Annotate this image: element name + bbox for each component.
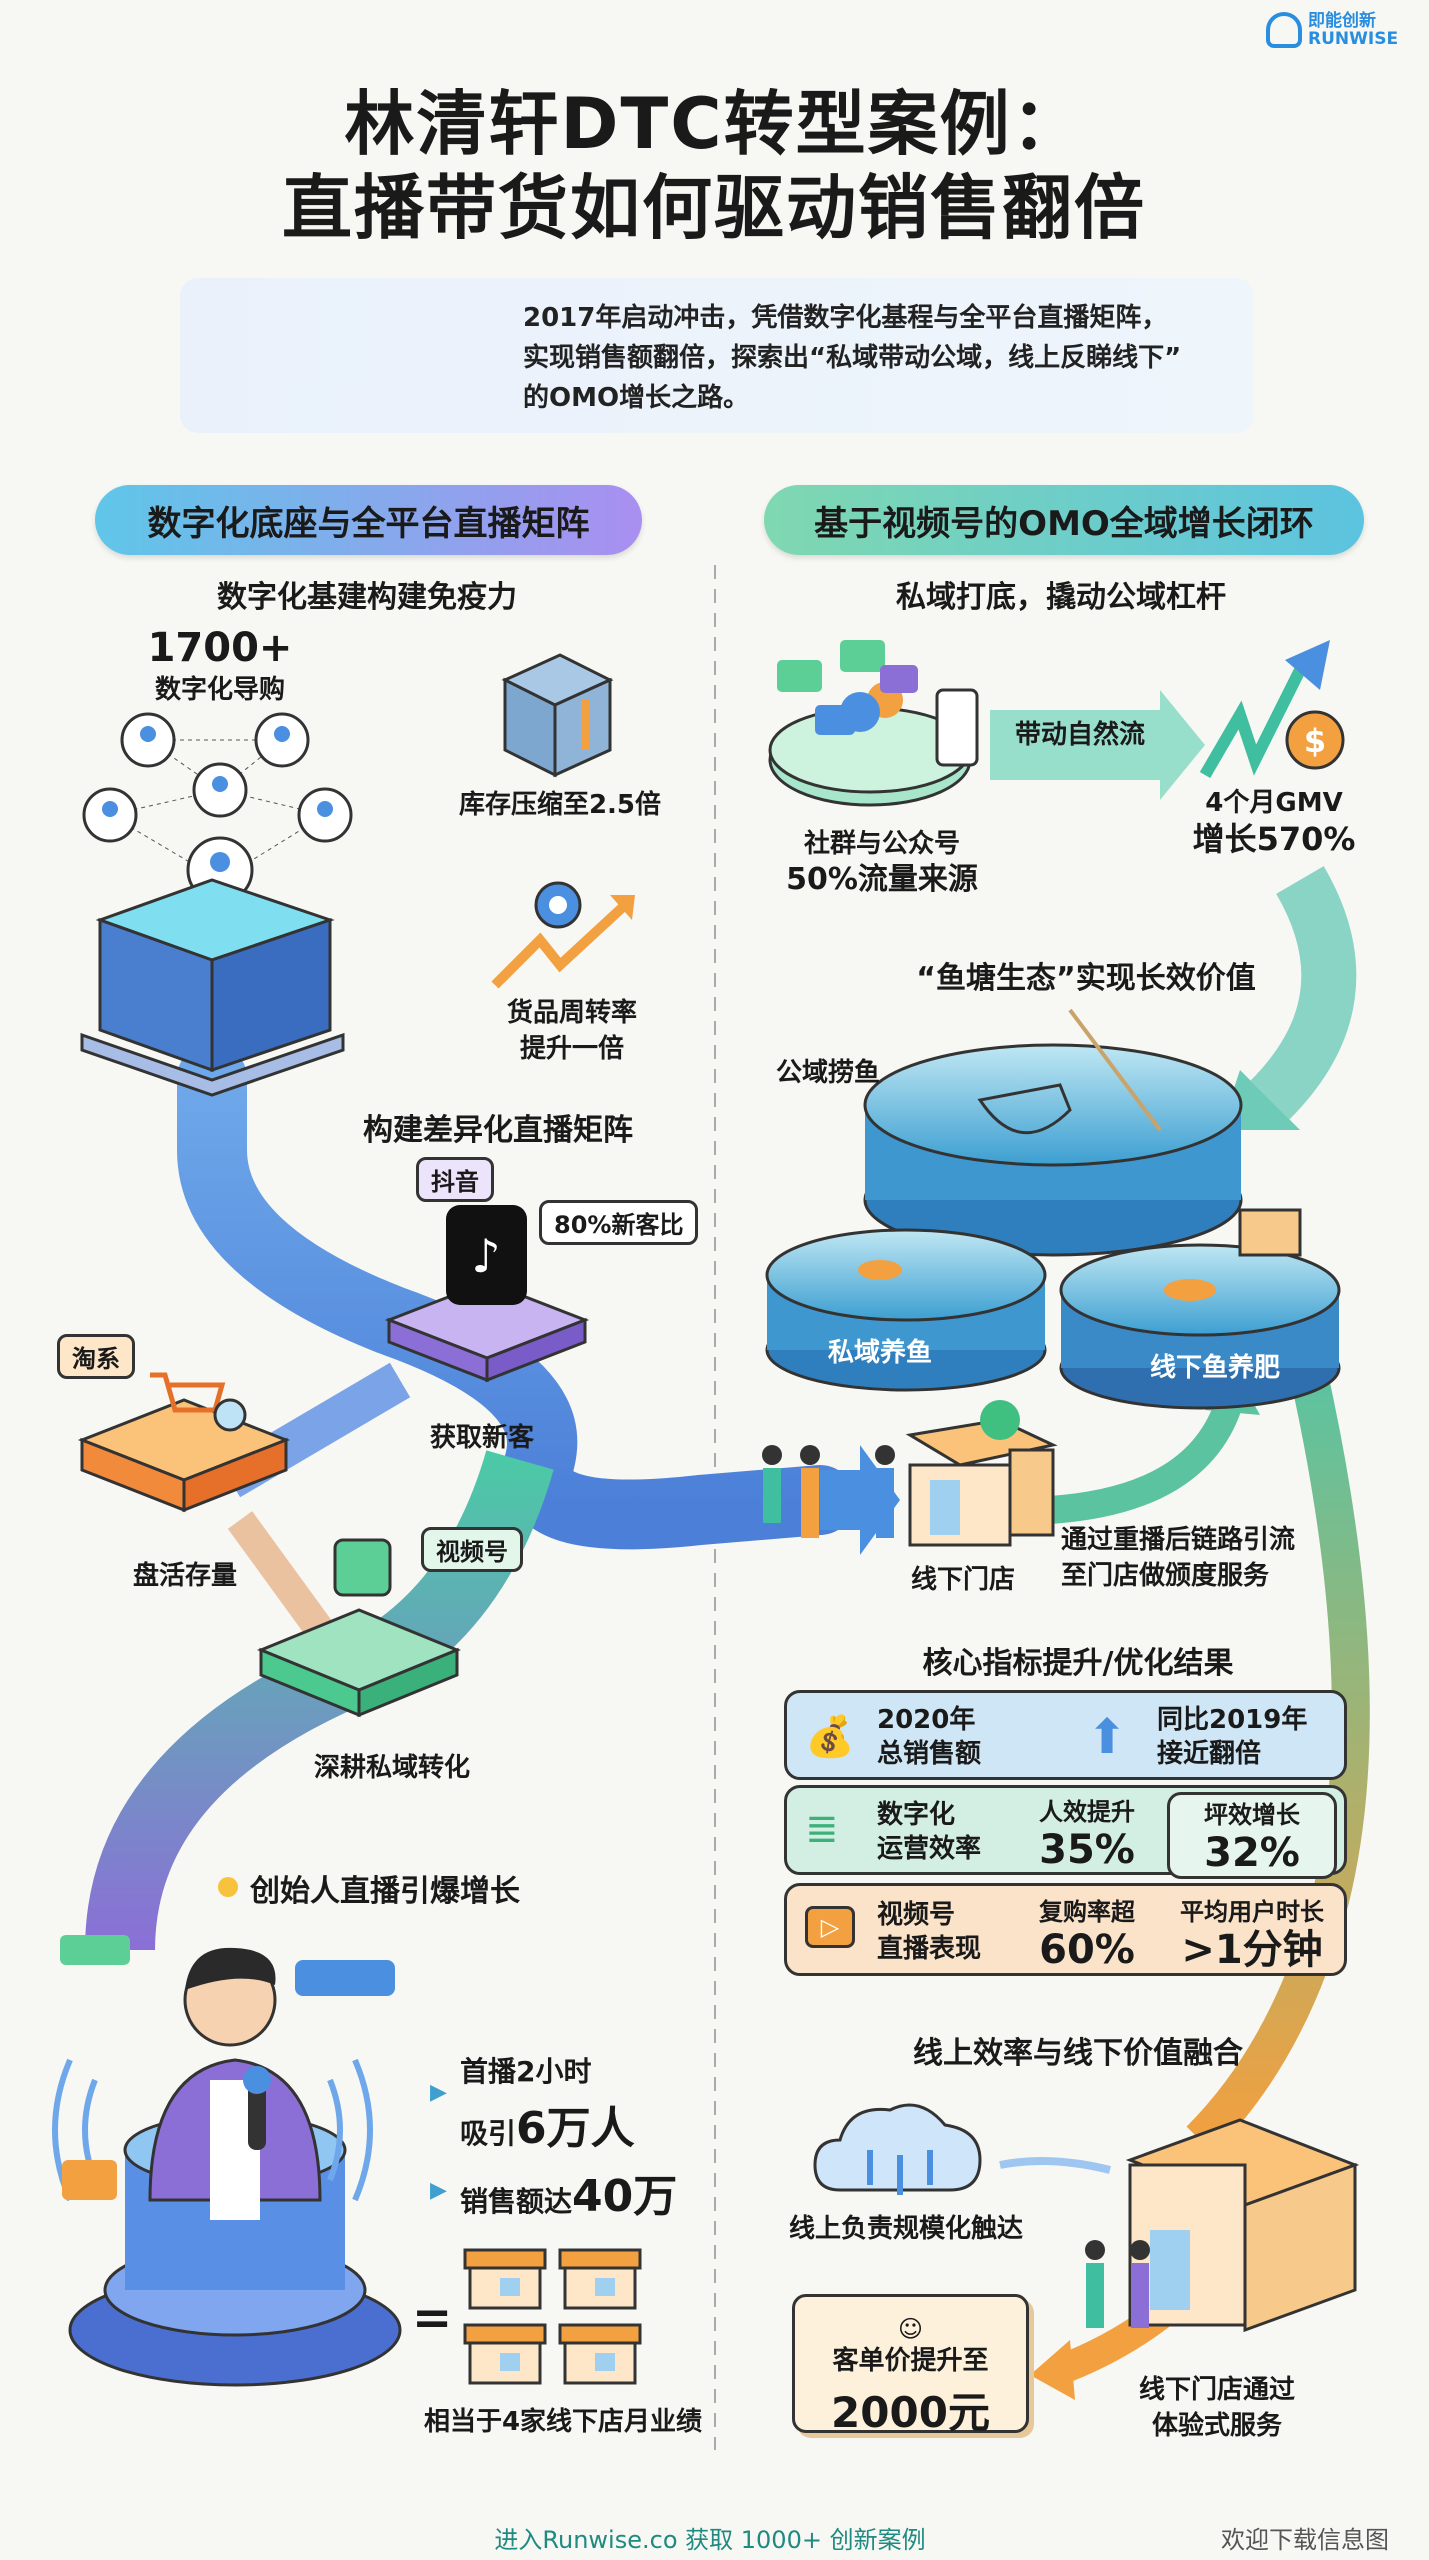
right-section-header: 基于视频号的OMO全域增长闭环 <box>764 485 1364 555</box>
douyin-tag: 抖音 <box>416 1157 494 1202</box>
intro-card: 2017年启动冲击，凭借数字化基程与全平台直播矩阵，实现销售额翻倍，探索出“私域… <box>180 278 1254 433</box>
metric-label: 2020年总销售额 <box>877 1705 982 1769</box>
flagship-store-icon <box>1085 2118 1360 2333</box>
arrow-store-to-pond <box>1049 1395 1244 1524</box>
four-stores-icon <box>463 2248 642 2385</box>
right-subtitle-private: 私域打底，撬动公域杠杆 <box>896 580 1226 615</box>
runwise-logo: 即能创新 RUNWISE <box>1266 12 1398 48</box>
right-subtitle-fusion: 线上效率与线下价值融合 <box>913 2036 1243 2071</box>
aov-label: 客单价提升至 <box>832 2346 989 2376</box>
store-icon <box>905 1400 1058 1547</box>
intro-text: 2017年启动冲击，凭借数字化基程与全平台直播矩阵，实现销售额翻倍，探索出“私域… <box>523 303 1182 413</box>
inventory-box-icon <box>501 653 614 778</box>
turnover-stat: 货品周转率提升一倍 <box>506 998 638 1064</box>
up-arrow-icon: ⬆ <box>1087 1709 1128 1765</box>
page-title-line2: 直播带货如何驱动销售翻倍 <box>282 167 1146 249</box>
arrow-to-pond <box>1250 866 1357 1120</box>
footer-cta-link[interactable]: 进入Runwise.co 获取 1000+ 创新案例 <box>494 2526 926 2554</box>
inventory-stat: 库存压缩至2.5倍 <box>458 790 662 820</box>
new-customer-tag: 80%新客比 <box>539 1200 699 1245</box>
private-label: 深耕私域转化 <box>313 1753 471 1783</box>
metric-label: 视频号直播表现 <box>877 1900 982 1964</box>
guides-label: 数字化导购 <box>154 675 286 705</box>
money-bag-icon: 💰 <box>805 1714 855 1760</box>
triangle-bullet-icon: ▶ <box>430 2080 447 2105</box>
store-label: 线下门店 <box>910 1565 1016 1595</box>
acquire-label: 获取新客 <box>429 1423 535 1453</box>
left-subtitle-founder: 创始人直播引爆增长 <box>250 1874 520 1909</box>
fish-pond-ecosystem <box>765 1008 1341 1410</box>
fish-icon <box>1164 1279 1216 1301</box>
flow-ribbon-main <box>177 1043 855 1550</box>
cloud-logo-icon <box>1266 12 1302 48</box>
avatars <box>82 712 353 904</box>
fish-icon <box>858 1260 902 1280</box>
private-fish-label: 私域养鱼 <box>827 1338 933 1368</box>
first-stream-l1: 首播2小时 <box>460 2055 592 2088</box>
right-subtitle-metrics: 核心指标提升/优化结果 <box>922 1646 1234 1681</box>
customers-icon <box>762 1445 895 1538</box>
offline-fish-label: 线下鱼养肥 <box>1149 1353 1281 1383</box>
sales-stat: 销售额达40万 <box>460 2171 678 2222</box>
data-cube-icon <box>80 878 345 1097</box>
guides-value: 1700+ <box>147 625 293 671</box>
metric-label: 数字化运营效率 <box>877 1800 982 1864</box>
efficiency-icon: ≣ <box>805 1806 839 1852</box>
smile-icon: ☺ <box>897 2315 924 2343</box>
triangle-bullet-icon: ▶ <box>430 2178 447 2203</box>
channels-platform <box>257 1538 461 1718</box>
logo-cn: 即能创新 <box>1308 11 1376 31</box>
left-section-header: 数字化底座与全平台直播矩阵 <box>95 485 642 555</box>
douyin-platform: ♪ <box>384 1205 590 1383</box>
equals-sign: = <box>412 2290 453 2346</box>
drive-arrow <box>990 690 1205 800</box>
replay-text: 通过重播后链路引流至门店做颁度服务 <box>1061 1525 1296 1591</box>
channels-tag: 视频号 <box>421 1527 523 1572</box>
svg-text:$: $ <box>1304 722 1326 760</box>
left-subtitle-matrix: 构建差异化直播矩阵 <box>363 1113 633 1148</box>
logo-en: RUNWISE <box>1308 29 1399 49</box>
taobao-tag: 淘系 <box>57 1334 135 1379</box>
right-subtitle-pond: “鱼塘生态”实现长效价值 <box>916 961 1256 996</box>
public-fish-label: 公域捞鱼 <box>776 1058 881 1088</box>
metric-value: 同比2019年接近翻倍 <box>1157 1705 1308 1769</box>
cart-icon <box>150 1372 226 1413</box>
founder-illustration <box>52 1935 402 2387</box>
online-label: 线上负责规模化触达 <box>788 2214 1024 2244</box>
drive-label: 带动自然流 <box>1014 720 1146 750</box>
svg-text:♪: ♪ <box>471 1229 500 1283</box>
cloud-icon <box>813 2103 1111 2195</box>
metric-value: 平均用户时长>1分钟 <box>1180 1898 1324 1973</box>
aov-value: 2000元 <box>831 2388 990 2437</box>
turnover-icon <box>491 881 635 989</box>
first-stream-l2: 吸引6万人 <box>460 2103 635 2154</box>
equiv-label: 相当于4家线下店月业绩 <box>423 2407 703 2437</box>
left-subtitle-infra: 数字化基建构建免疫力 <box>217 580 517 615</box>
revitalize-label: 盘活存量 <box>132 1561 238 1591</box>
taobao-platform <box>77 1372 291 1513</box>
bullet-dot-icon <box>218 1877 238 1897</box>
gmv-growth-icon: $ <box>1199 640 1345 779</box>
community-icon <box>768 640 979 807</box>
metric-row-sales: 💰 2020年总销售额 ⬆ 同比2019年接近翻倍 <box>784 1690 1347 1780</box>
video-camera-icon: ▷ <box>805 1906 855 1948</box>
offline-experience-label: 线下门店通过体验式服务 <box>1138 2375 1296 2441</box>
footer-download: 欢迎下载信息图 <box>1221 2526 1389 2554</box>
aov-card: ☺ 客单价提升至 2000元 <box>792 2294 1029 2437</box>
page-title-line1: 林清轩DTC转型案例： <box>344 83 1084 165</box>
